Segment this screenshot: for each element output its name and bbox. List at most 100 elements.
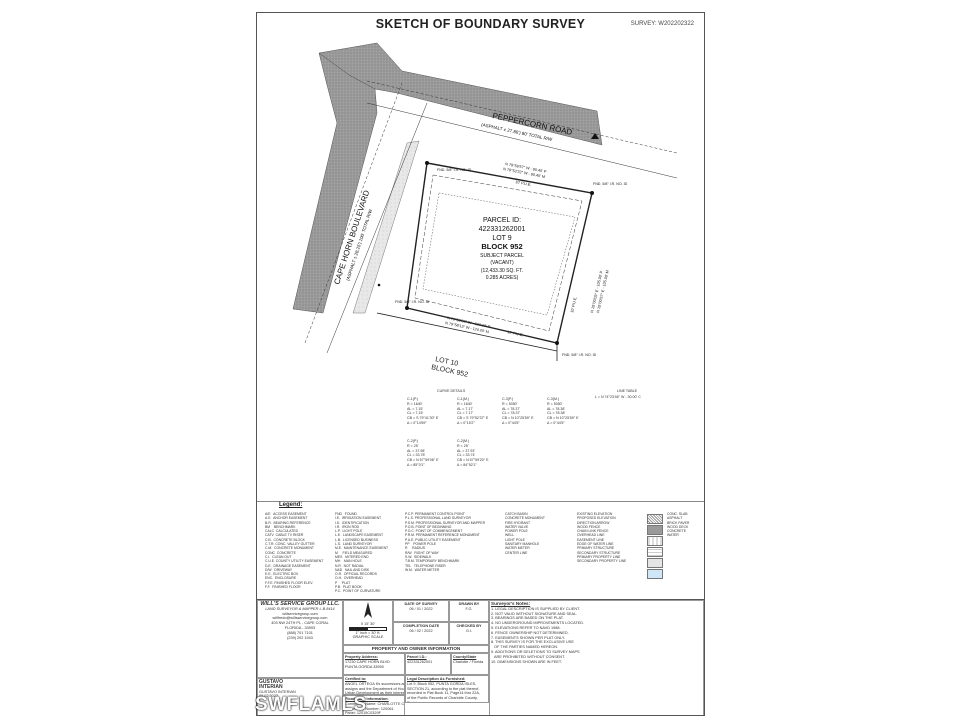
parcel-lot: LOT 9 [492, 235, 511, 242]
capehorn-road-asphalt [292, 52, 378, 314]
company-state: FLORIDA - 33993 [284, 625, 316, 630]
flood-label: Flood Zone Information: [345, 697, 389, 701]
scale-numbers: 0 15' 30' [360, 621, 376, 626]
pue-east: 10' P.U.E. [570, 296, 578, 313]
survey-sheet: SKETCH OF BOUNDARY SURVEY SURVEY: W20220… [256, 12, 705, 716]
legal-label: Legal Description As Furnished: [407, 677, 466, 681]
lot10-label: LOT 10 [435, 356, 459, 368]
scale-bar [349, 626, 387, 631]
certified-to: ANGEL ORTEGA It's successors and/or assi… [345, 681, 405, 695]
fnd-sw: FND. 5/8" I.R. NO. ID [395, 300, 430, 304]
flood-info: Community Name: CHARLOTTE COUNTY Communi… [345, 701, 405, 716]
legend-col-3: P.C.P. PERMANENT CONTROL POINT P.L.S. PR… [405, 512, 486, 572]
parcel-id-label: PARCEL ID: [483, 217, 521, 224]
company-email: willfredo@willsservicegroup.com [272, 616, 328, 621]
fnd-se: FND. 5/8" I.R. NO. ID [562, 353, 597, 357]
scale-label: GRAPHIC SCALE [352, 635, 384, 640]
north-arrow-icon [364, 602, 372, 618]
sheet-title: SKETCH OF BOUNDARY SURVEY [375, 17, 586, 31]
company-cell: WILL'S SERVICE GROUP LLC. LAND SURVEYOR … [257, 600, 343, 678]
monument-ne [590, 191, 594, 195]
certified-cell: Certified to: ANGEL ORTEGA It's successo… [343, 675, 405, 695]
date-survey-label: DATE OF SURVEY [404, 602, 438, 606]
company-address: 403 NW 24TH PL - CAPE CORAL [271, 621, 329, 626]
legal-cell: Legal Description As Furnished: Lot 9, B… [405, 675, 489, 703]
company-phone-1: (888) 701 7101 [287, 630, 313, 635]
signer-last: INTERIAN [259, 683, 283, 690]
lot10-block: BLOCK 952 [431, 364, 469, 379]
monument-sw [405, 306, 409, 310]
parcel-block: BLOCK 952 [481, 242, 522, 251]
legend-col-2: FND FOUND I.E. IRRIGATION EASEMENT I.D. … [335, 512, 389, 594]
county-label: County/State [453, 655, 477, 659]
legend: Legend: A/E ACCESS EASEMENT A.E. ANCHOR … [257, 501, 704, 600]
curve-c2-plat: C-2(P.) R = 25' AL = 37.98' CL = 33.78' … [407, 439, 439, 467]
sidewalk [352, 140, 420, 314]
fnd-ne: FND. 5/8" I.R. NO. ID [593, 182, 628, 186]
scale-ratio: 1" inch = 30' ft. [355, 630, 381, 635]
drawn-cell: DRAWN BY F.G. [449, 600, 489, 622]
parcel-id-cell-label: Parcel I.D.: [407, 655, 427, 659]
property-address-label: Property Address: [345, 655, 378, 659]
company-phone-2: (239) 202 1943 [287, 635, 313, 640]
county-value: Charlotte / Florida [453, 659, 484, 664]
drawn-value: F.G. [465, 606, 473, 611]
parcel-status: SUBJECT PARCEL [480, 253, 524, 259]
flood-cell: Flood Zone Information: Community Name: … [343, 695, 405, 716]
line-table-header: LINE TABLE [617, 389, 638, 393]
date-survey-value: 06 / 01 / 2022 [409, 606, 433, 611]
completion-label: COMPLETION DATE [402, 624, 440, 628]
monument-se [555, 341, 559, 345]
company-web: willservicegroup.com [282, 611, 318, 616]
curve-c2-meas: C-2(M.) R = 25' AL = 37.93' CL = 33.74' … [457, 439, 489, 467]
legend-col-6: CONC. SLAB ASPHALT BRICK PAVER WOOD DECK… [667, 512, 690, 538]
checked-cell: CHECKED BY G.I. [449, 622, 489, 645]
pue-line [414, 174, 583, 332]
parcel-acres: 0.285 ACRES) [486, 275, 519, 281]
surveyor-notes-label: Surveyor's Notes: [491, 601, 531, 606]
checked-value: G.I. [465, 628, 473, 633]
company-sub: LAND SURVEYOR & MAPPER L.B.8414 [265, 606, 335, 611]
parcel-id: 422331262001 [479, 226, 526, 233]
company-name: WILL'S SERVICE GROUP LLC. [260, 601, 340, 607]
date-survey-cell: DATE OF SURVEY 06 / 01 / 2022 [393, 600, 449, 622]
survey-drawing: PEPPERCORN ROAD (ASPHALT ± 27.80') 80' T… [292, 42, 678, 379]
curve-details-header: CURVE DETAILS [437, 389, 466, 393]
monument-nw [425, 161, 429, 165]
parcel-area: (12,433.30 SQ. FT. [481, 268, 523, 274]
survey-number: SURVEY: W202202322 [630, 21, 694, 27]
line-table-l1: L = N 74°23'46" W - 30.00' C [595, 395, 641, 399]
legend-col-5: EXISTING ELEVATION PROPOSED ELEVATION DI… [577, 512, 627, 564]
pue-south: 10' P.U.E. [507, 330, 524, 337]
legend-title: Legend: [279, 502, 303, 508]
signer-full: GUSTAVO INTERIAN [259, 689, 296, 694]
property-address-cell: Property Address: 17230 CAPE HORN BLVD P… [343, 653, 405, 675]
curve-c3-plat: C-3(P.) R = 5050' AL = 78.37' CL = 78.37… [502, 397, 534, 425]
signer-first: GUSTAVO [259, 679, 283, 685]
property-address: 17230 CAPE HORN BLVD PUNTA GORDA 33955 [345, 659, 390, 669]
mls-watermark: SWFLAMLS [255, 694, 367, 715]
certified-label: Certified to: [345, 677, 367, 681]
parcel-vacant: (VACANT) [490, 260, 514, 266]
legend-col-1: A/E ACCESS EASEMENT A.E. ANCHOR EASEMENT… [265, 512, 324, 590]
parcel-id-cell-value: 422331262001 [407, 659, 433, 664]
drawn-label: DRAWN BY [458, 602, 480, 606]
legend-col-4: CATCH BASIN CONCRETE MONUMENT FIRE HYDRA… [505, 512, 545, 555]
legal-description: Lot 9, Block 952, PUNTA GORDA ISLES, SEC… [407, 681, 480, 703]
benchmark-triangle [591, 133, 599, 139]
pue-north: 10' P.U.E. [515, 180, 532, 187]
curve-c1-plat: C-1(P.) R = 1640' AL = 7.15' CL = 7.15' … [407, 397, 439, 425]
completion-cell: COMPLETION DATE 06 / 02 / 2022 [393, 622, 449, 645]
surveyor-notes: 1. LEGAL DESCRIPTION IS SUPPLIED BY CLIE… [491, 606, 584, 664]
title-block: WILL'S SERVICE GROUP LLC. LAND SURVEYOR … [257, 599, 704, 716]
fnd-nw: FND. 5/8" I.R. NO. ID [437, 168, 472, 172]
completion-value: 06 / 02 / 2022 [409, 628, 433, 633]
legend-hatch-swatches [647, 514, 663, 579]
signature-cell: GUSTAVO INTERIAN GUSTAVO INTERIAN 06.02.… [257, 678, 343, 715]
county-cell: County/State Charlotte / Florida [451, 653, 489, 675]
parcel-id-cell: Parcel I.D.: 422331262001 [405, 653, 451, 675]
curve-c3-meas: C-3(M.) R = 5050' AL = 78.38' CL = 78.38… [547, 397, 579, 425]
curve-c1-meas: C-1(M.) R = 1640' AL = 7.17' CL = 7.17' … [457, 397, 489, 425]
signer-date: 06.02.2022 [259, 694, 279, 699]
scale-cell: 0 15' 30' 1" inch = 30' ft. GRAPHIC SCAL… [343, 600, 393, 645]
